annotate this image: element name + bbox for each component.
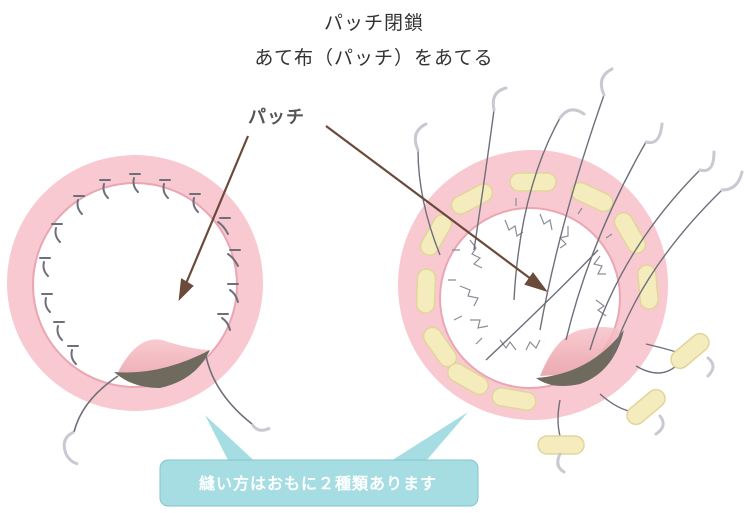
patch-arrows (178, 125, 548, 301)
needle-6 (698, 150, 716, 173)
needle-3 (558, 108, 586, 120)
left-needles (62, 355, 271, 466)
arrow-to-right-patch (325, 125, 536, 283)
right-patch-shadow (540, 327, 620, 376)
callout-tail-left (205, 415, 262, 468)
right-continuous-sutures (448, 198, 613, 351)
lower-pledget-sutures (537, 332, 715, 474)
left-interrupted-sutures (39, 173, 241, 365)
left-needle-1 (62, 430, 79, 466)
right-threads (417, 94, 723, 361)
left-suture-thread-1 (73, 375, 119, 433)
arrow-to-left-patch (183, 135, 250, 287)
right-needles (413, 67, 744, 192)
callout-bubble (159, 412, 479, 507)
needle-2 (491, 86, 508, 112)
left-suture-thread-2 (205, 355, 253, 425)
needle-5 (644, 122, 664, 145)
needle-7 (720, 170, 744, 192)
left-needle-2 (250, 423, 271, 432)
callout-box (159, 459, 479, 507)
left-patch (114, 350, 210, 388)
subtitle: あて布（パッチ）をあてる (254, 47, 494, 69)
left-diagram (7, 155, 271, 466)
callout-tail-right (380, 412, 468, 468)
right-diagram (398, 67, 744, 474)
needle-1 (413, 122, 428, 152)
patch-label: パッチ (248, 107, 305, 128)
right-patch (536, 330, 624, 386)
callout-text: 縫い方はおもに２種類あります (198, 474, 437, 493)
title: パッチ閉鎖 (323, 12, 424, 34)
needle-4 (599, 67, 614, 97)
